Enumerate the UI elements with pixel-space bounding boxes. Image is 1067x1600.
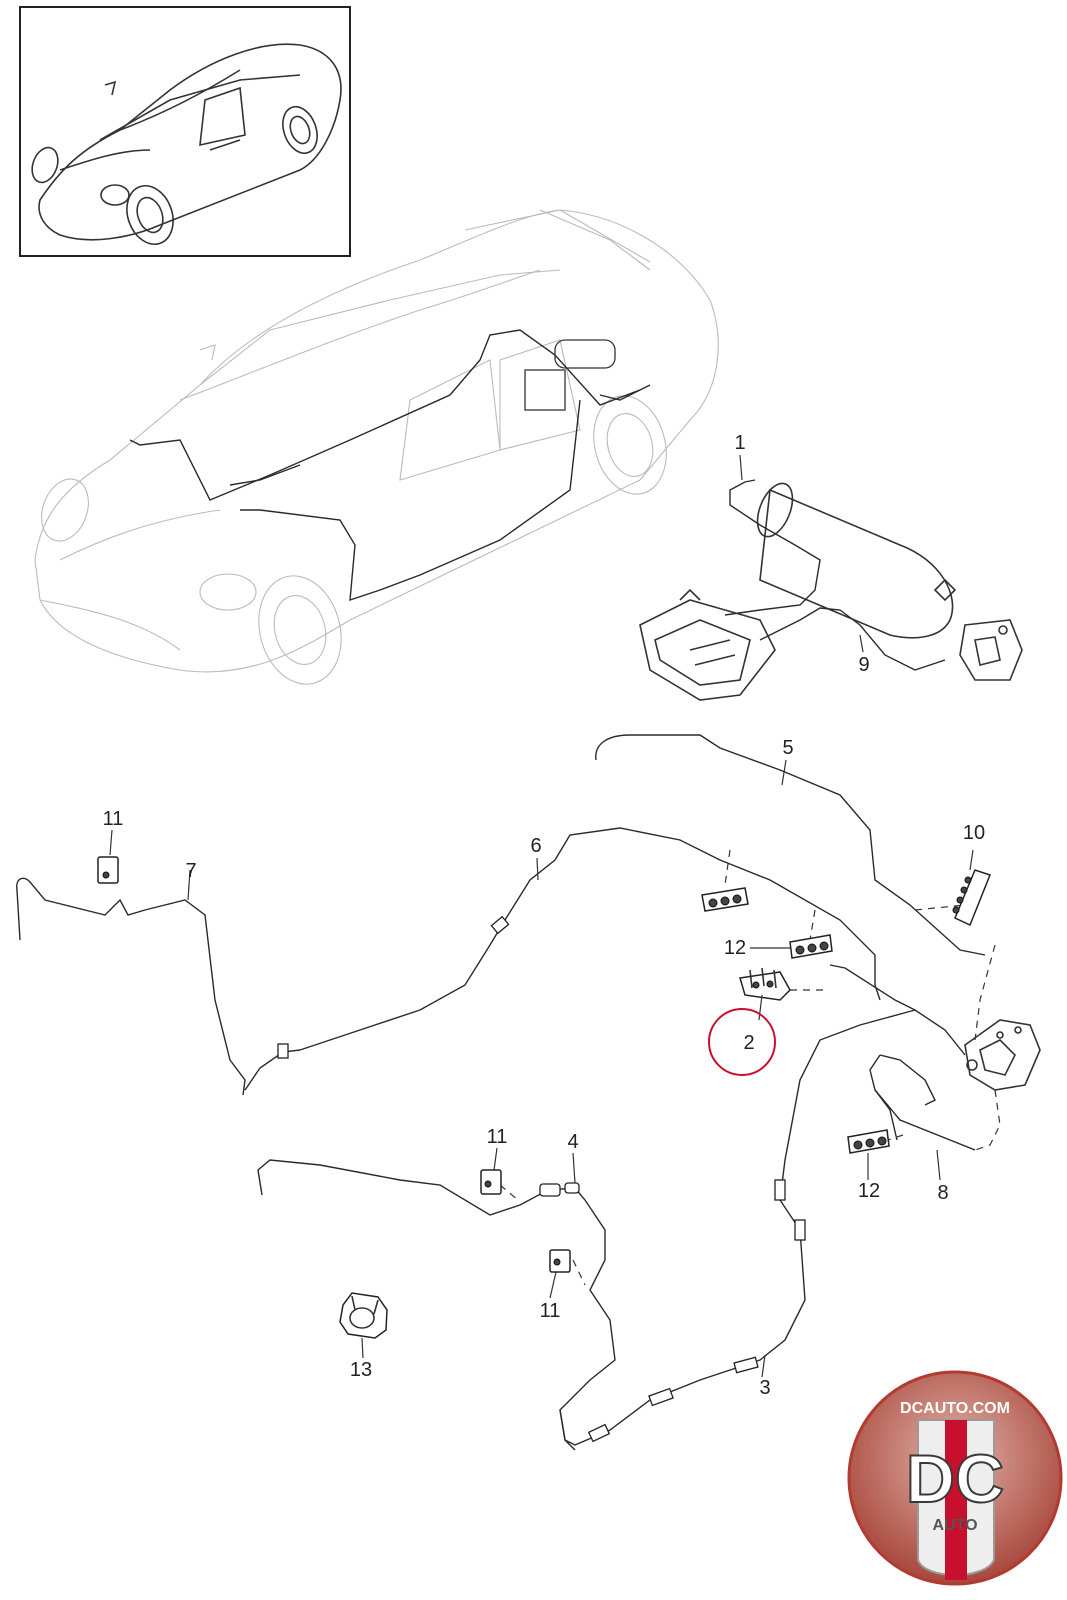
tank-assembly: [639, 479, 1023, 701]
clip-2: [739, 967, 791, 1001]
main-car-illustration: [34, 209, 719, 685]
clip-11-lower: [549, 1249, 571, 1273]
bracket-13: [339, 1292, 388, 1339]
clip-12-middle: [789, 934, 833, 959]
callout-1: 1: [734, 432, 745, 454]
callout-13: 13: [350, 1359, 372, 1381]
leader-lines: [109, 454, 974, 1378]
clip-11-middle: [480, 1169, 502, 1195]
inset-car-illustration: [31, 43, 342, 245]
highlight-circle: [708, 1008, 776, 1076]
clip-11-left: [97, 856, 119, 884]
clip-12-bottom: [847, 1129, 890, 1154]
callout-12-upper: 12: [724, 937, 746, 959]
callout-12-lower: 12: [858, 1180, 880, 1202]
callout-5: 5: [782, 737, 793, 759]
dashed-guides: [499, 849, 1001, 1286]
pipe-network: [16, 734, 1041, 1451]
callout-11-middle: 11: [487, 1126, 508, 1148]
logo-sub-text: AUTO: [932, 1517, 977, 1534]
inset-thumbnail: [19, 6, 351, 257]
callout-7: 7: [185, 860, 196, 882]
callout-8: 8: [937, 1182, 948, 1204]
callout-11-lower: 11: [540, 1300, 561, 1322]
clip-10: [952, 869, 991, 927]
callout-11-left: 11: [103, 808, 124, 830]
callout-6: 6: [530, 835, 541, 857]
callout-3: 3: [759, 1377, 770, 1399]
dcauto-logo: DCAUTO.COM DC AUTO: [847, 1370, 1063, 1586]
logo-url-text: DCAUTO.COM: [900, 1400, 1010, 1417]
callout-10: 10: [963, 822, 985, 844]
callout-2: 2: [743, 1032, 754, 1054]
callout-4: 4: [567, 1131, 578, 1153]
logo-letters: DC: [906, 1441, 1004, 1517]
callout-9: 9: [858, 654, 869, 676]
clip-12-top: [701, 887, 749, 912]
callouts: 1 2 3 4 5 6 7 8 9 10 11 11 11 12 12 13: [103, 432, 986, 1399]
